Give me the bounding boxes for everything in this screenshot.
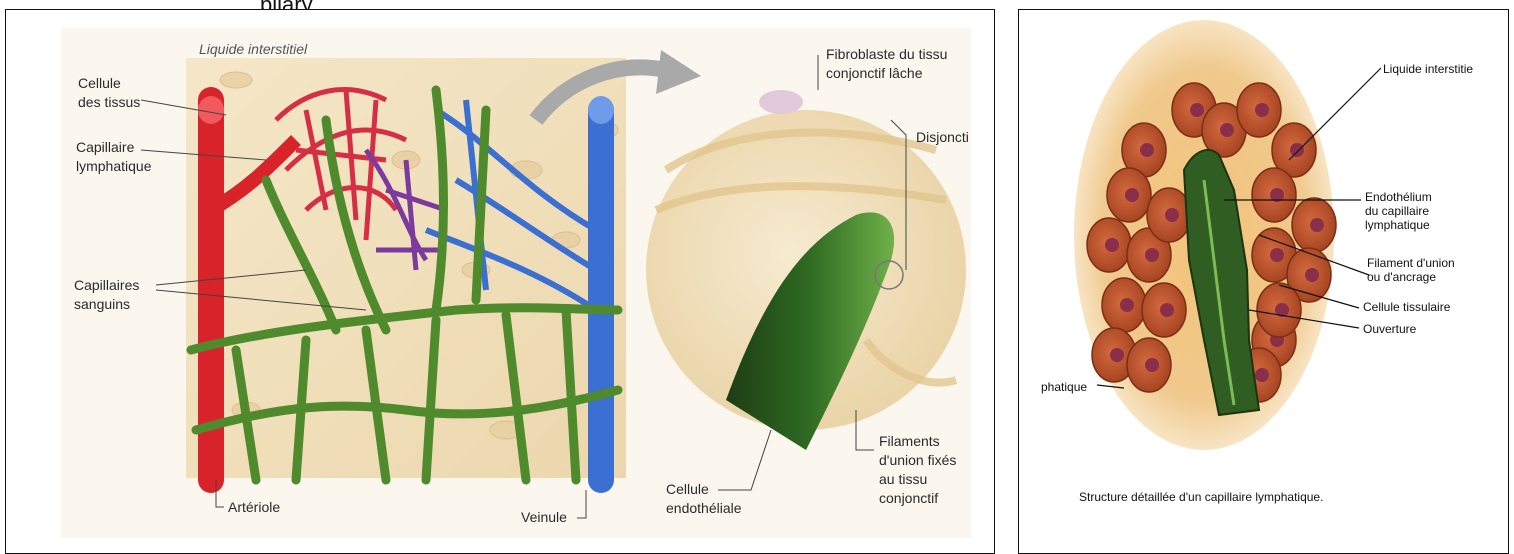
cell-nucleus [1290, 143, 1304, 157]
label-veinule: Veinule [521, 508, 567, 527]
cell-nucleus [1105, 238, 1119, 252]
label-fibroblaste: Fibroblaste du tissu conjonctif lâche [826, 45, 947, 83]
label-cellule-tissulaire: Cellule tissulaire [1363, 300, 1450, 314]
label-lymphatique-fragment: phatique [1041, 380, 1087, 394]
label-liquide-interstitiel: Liquide interstitiel [199, 40, 307, 59]
cell-nucleus [1125, 188, 1139, 202]
figure-caption: Structure détaillée d'un capillaire lymp… [1079, 490, 1323, 504]
cell-nucleus [1165, 208, 1179, 222]
lymphatic-network-panel: Liquide interstitiel Cellule des tissus … [5, 9, 995, 554]
cell-nucleus [1140, 143, 1154, 157]
lymphatic-network-illustration [6, 10, 995, 554]
cell-nucleus [1120, 298, 1134, 312]
lymphatic-capillary-structure-panel: Liquide interstitie Endothélium du capil… [1018, 9, 1509, 554]
cell-nucleus [1305, 268, 1319, 282]
cell-nucleus [1145, 248, 1159, 262]
label-cellule-endotheliale: Cellule endothéliale [666, 480, 742, 518]
label-disjonction: Disjoncti [916, 128, 969, 147]
cell-nucleus [1160, 303, 1174, 317]
cell-nucleus [1255, 103, 1269, 117]
cell-nucleus [1220, 123, 1234, 137]
label-cellule-des-tissus: Cellule des tissus [78, 74, 140, 112]
label-filament: Filament d'union ou d'ancrage [1367, 256, 1455, 284]
cell-nucleus [1190, 103, 1204, 117]
label-filaments: Filaments d'union fixés au tissu conjonc… [879, 432, 956, 508]
label-endothelium: Endothélium du capillaire lymphatique [1365, 190, 1432, 232]
label-liquide-interstitiel-right: Liquide interstitie [1383, 62, 1473, 76]
cell-nucleus [1110, 348, 1124, 362]
label-capillaires-sanguins: Capillaires sanguins [74, 276, 139, 314]
cell-nucleus [1270, 248, 1284, 262]
cell-nucleus [1255, 368, 1269, 382]
label-capillaire-lymphatique: Capillaire lymphatique [76, 138, 152, 176]
label-ouverture: Ouverture [1363, 322, 1416, 336]
label-arteriole: Artériole [228, 498, 280, 517]
cell-nucleus [1310, 218, 1324, 232]
cell-nucleus [1145, 358, 1159, 372]
